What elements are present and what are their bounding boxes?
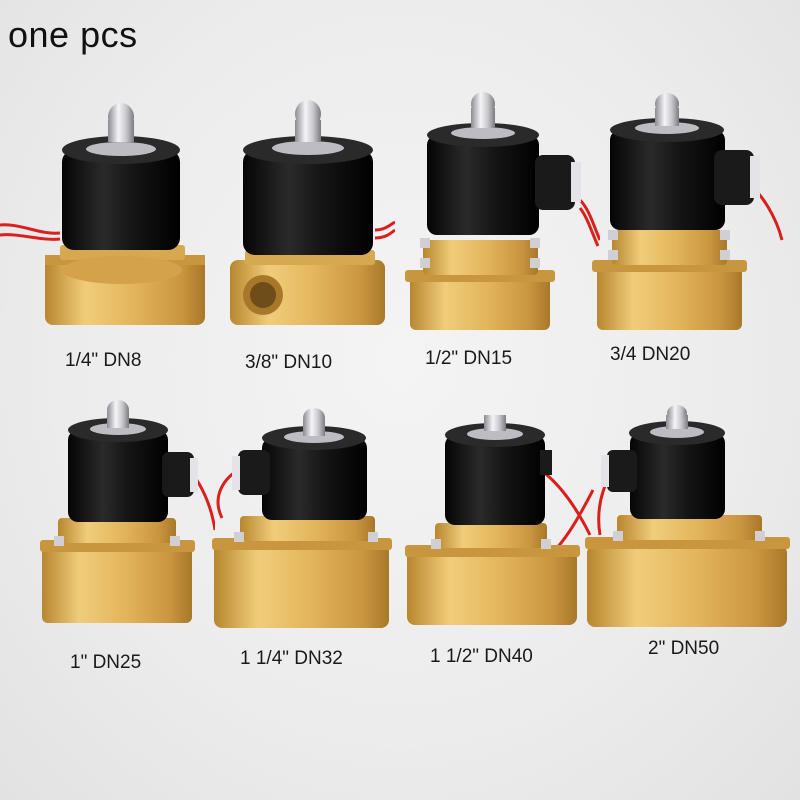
valve-image-dn50 [585,405,795,635]
product-label-dn50: 2" DN50 [648,638,720,659]
valve-image-dn25 [40,400,215,635]
product-label-dn10: 3/8" DN10 [245,352,333,373]
valve-image-dn20 [592,90,792,340]
valve-image-dn10 [225,90,395,335]
valve-image-dn40 [405,405,595,635]
headline-text: one pcs [8,14,138,55]
valve-image-dn15 [405,90,600,340]
product-label-dn15: 1/2" DN15 [425,348,513,369]
valve-image-dn8 [0,95,215,340]
product-label-dn25: 1" DN25 [70,652,142,673]
product-label-dn8: 1/4" DN8 [65,350,142,371]
product-label-dn20: 3/4 DN20 [610,344,691,365]
product-label-dn32: 1 1/4" DN32 [240,648,343,669]
valve-image-dn32 [212,408,397,638]
product-label-dn40: 1 1/2" DN40 [430,646,533,667]
